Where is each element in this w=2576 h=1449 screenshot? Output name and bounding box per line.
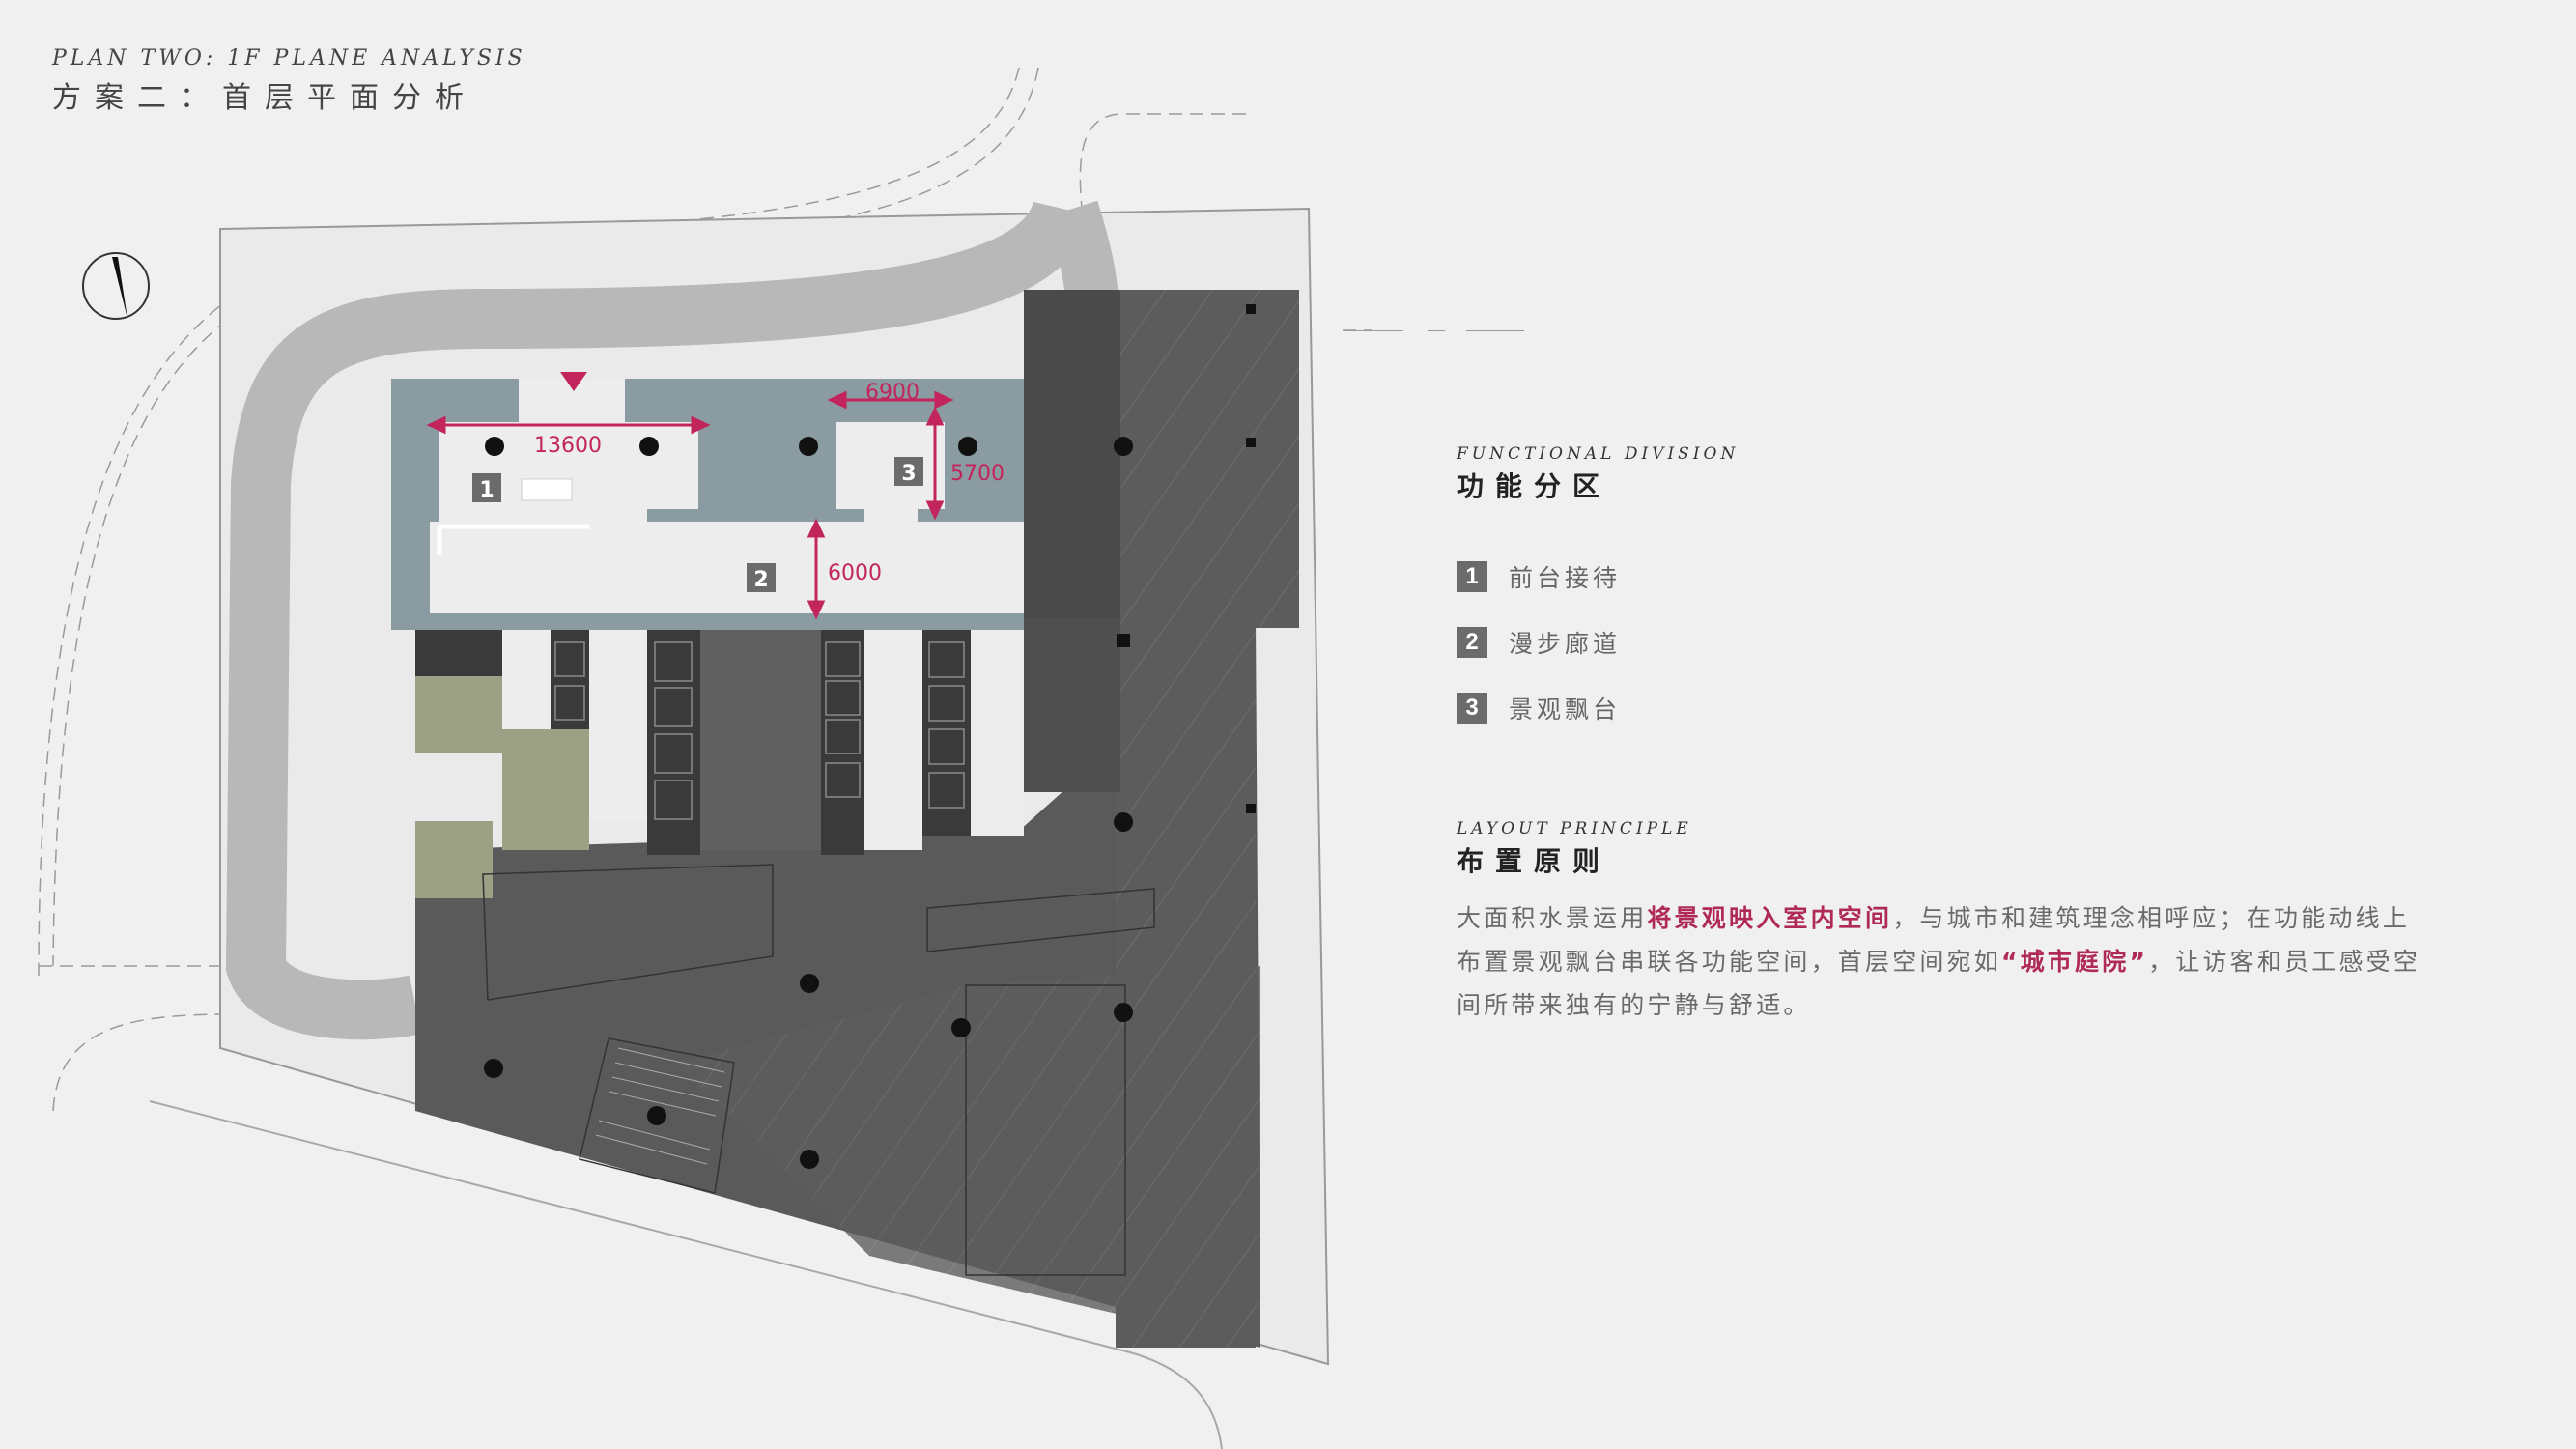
text-part: ，让访客和员工感受空间所带来独有的宁静与舒适。 [1457, 948, 2421, 1019]
entrance-marker-icon [560, 372, 587, 391]
functional-division-title: 功能分区 [1457, 470, 1612, 502]
stair-hatch [595, 1047, 725, 1165]
legend-item: 1 前台接待 [1457, 560, 1621, 593]
dimension-labels: 13600 6900 5700 6000 [534, 381, 1005, 585]
legend-item: 3 景观飘台 [1457, 692, 1621, 724]
reception-desk [521, 478, 573, 501]
dash-mark [1466, 330, 1524, 331]
north-arrow-icon [82, 252, 150, 320]
building-right-top [1024, 290, 1120, 628]
dim-13600: 13600 [534, 434, 602, 458]
core-cells [554, 641, 965, 820]
page-title-en: PLAN TWO: 1F PLANE ANALYSIS [52, 46, 526, 71]
zone-marker-2: 2 [753, 568, 768, 592]
dash-mark [1345, 330, 1403, 331]
columns [484, 437, 1133, 1169]
zone-markers: 1 2 3 [472, 457, 923, 592]
legend-label: 前台接待 [1509, 564, 1622, 592]
legend-number: 3 [1457, 693, 1487, 724]
legend-label: 景观飘台 [1509, 696, 1622, 724]
page-title-cn: 方案二：首层平面分析 [52, 81, 477, 115]
building-lower-hatch [676, 966, 1260, 1348]
small-columns [1117, 304, 1256, 813]
dim-6000: 6000 [828, 561, 882, 585]
zone-marker-1: 1 [479, 478, 494, 502]
dim-6900: 6900 [865, 381, 920, 405]
layout-principle-label: LAYOUT PRINCIPLE [1457, 819, 1692, 838]
layout-principle-title: 布置原则 [1457, 845, 1612, 877]
legend-number: 2 [1457, 627, 1487, 658]
layout-principle-text: 大面积水景运用将景观映入室内空间，与城市和建筑理念相呼应；在功能动线上布置景观飘… [1457, 896, 2432, 1027]
counter [437, 524, 589, 555]
green-areas [415, 676, 589, 898]
highlight-text: 将景观映入室内空间 [1647, 904, 1893, 932]
dim-5700: 5700 [950, 462, 1005, 486]
floor-outlines [482, 864, 1155, 1276]
driveway [225, 199, 1092, 1040]
legend-label: 漫步廊道 [1509, 630, 1622, 658]
highlight-text: “城市庭院” [2001, 948, 2149, 976]
floor-plan: 13600 6900 5700 6000 1 2 3 [38, 67, 1372, 1449]
zone-3-room [836, 422, 945, 509]
text-part: 大面积水景运用 [1457, 904, 1648, 932]
legend-number: 1 [1457, 561, 1487, 592]
zone-marker-3: 3 [901, 462, 916, 486]
zone-2-corridor [430, 522, 1024, 613]
dimension-lines [426, 390, 954, 620]
road-edge [149, 1100, 1223, 1449]
legend-item: 2 漫步廊道 [1457, 626, 1621, 659]
dash-mark [1428, 330, 1445, 331]
functional-division-label: FUNCTIONAL DIVISION [1457, 444, 1740, 464]
text-part: ，与城市和建筑理念相呼应；在功能动线上布置景观飘台串联各功能空间，首层空间宛如 [1457, 904, 2411, 976]
building-right [1116, 290, 1299, 1348]
